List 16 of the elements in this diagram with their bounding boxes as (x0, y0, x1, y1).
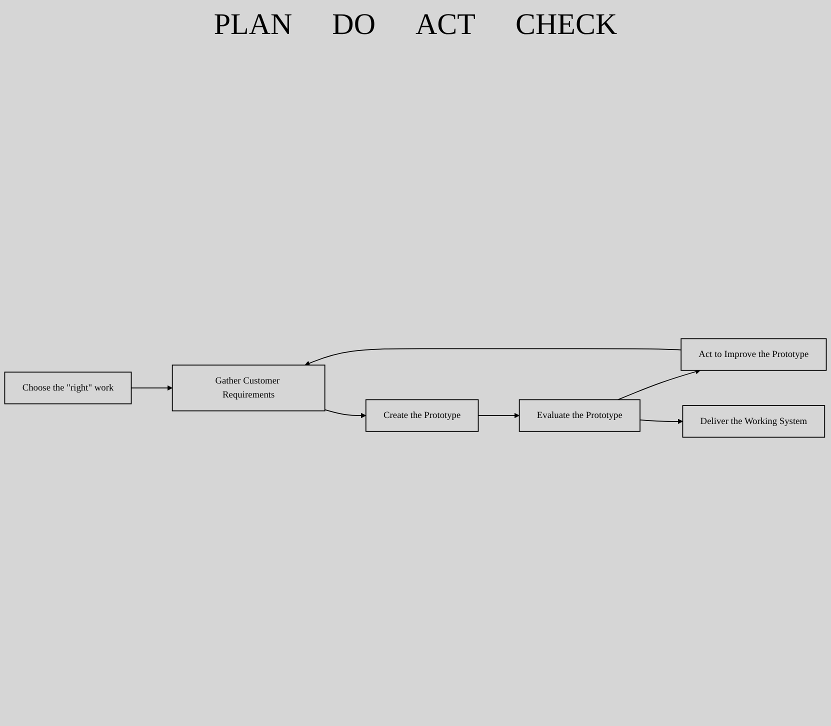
node-box: Evaluate the Prototype (518, 399, 640, 432)
phase-label: DO (332, 8, 376, 42)
node-box: Gather Customer Requirements (172, 364, 326, 412)
node-box: Act to Improve the Prototype (680, 338, 827, 371)
arrow (618, 369, 700, 400)
node-box: Choose the "right" work (4, 372, 132, 404)
phase-label: PLAN (214, 8, 292, 42)
phase-label: CHECK (516, 8, 618, 42)
phase-label: ACT (416, 8, 476, 42)
arrow (304, 348, 682, 366)
arrow (640, 418, 683, 424)
arrow (324, 409, 366, 418)
arrow (478, 413, 520, 418)
node-box: Deliver the Working System (682, 405, 826, 438)
arrow (130, 385, 173, 391)
node-box: Create the Prototype (365, 399, 479, 432)
